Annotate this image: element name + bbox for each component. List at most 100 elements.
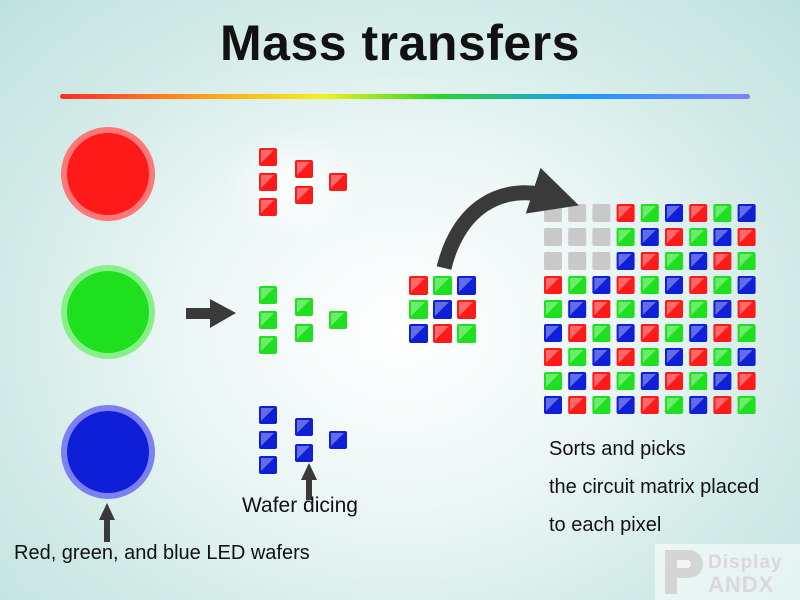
green-diced-chip <box>259 311 277 329</box>
pixel-chip-blue <box>713 300 732 318</box>
matrix-chip-blue <box>433 300 452 319</box>
rainbow-divider <box>60 94 750 99</box>
red-diced-chip <box>295 186 313 204</box>
pixel-chip-red <box>713 324 732 342</box>
pixel-chip-green <box>737 324 756 342</box>
pixel-chip-red <box>640 252 659 270</box>
pixel-chip-gray <box>544 204 562 222</box>
pixel-chip-blue <box>665 276 683 294</box>
pixel-chip-blue <box>689 396 708 414</box>
matrix-chip-blue <box>409 324 428 343</box>
pixel-chip-blue <box>616 396 635 414</box>
pixel-chip-blue <box>616 324 635 342</box>
pixel-chip-blue <box>568 372 587 390</box>
pixel-chip-blue <box>592 348 611 366</box>
pixel-chip-blue <box>640 372 659 390</box>
matrix-chip-blue <box>457 276 476 295</box>
green-diced-chip <box>259 336 277 354</box>
pixel-chip-gray <box>568 204 587 222</box>
pixel-chip-blue <box>640 300 659 318</box>
pixel-chip-red <box>689 276 708 294</box>
pixel-chip-red <box>665 228 683 246</box>
pixel-chip-gray <box>592 252 611 270</box>
pixel-chip-gray <box>544 252 562 270</box>
pixel-chip-gray <box>592 204 611 222</box>
pixel-chip-green <box>665 252 683 270</box>
diced-green-chips <box>259 286 347 354</box>
blue-diced-chip <box>259 406 277 424</box>
logo-text: Display ANDX <box>708 552 783 597</box>
pixel-chip-blue <box>665 204 683 222</box>
diced-blue-chips <box>259 406 347 474</box>
pixel-chip-green <box>713 348 732 366</box>
wafer-pointer-arrow <box>99 503 115 542</box>
pixel-chip-blue <box>640 228 659 246</box>
pixel-chip-red <box>713 396 732 414</box>
matrix-chip-green <box>433 276 452 295</box>
pixel-chip-blue <box>737 348 756 366</box>
matrix-chip-red <box>433 324 452 343</box>
pixel-chip-red <box>737 300 756 318</box>
pixel-chip-red <box>616 276 635 294</box>
pixel-chip-blue <box>689 252 708 270</box>
blue-led-wafer <box>61 405 155 499</box>
matrix-chip-green <box>409 300 428 319</box>
logo-line-1: Display <box>708 552 783 573</box>
pixel-chip-green <box>689 228 708 246</box>
pixel-chip-green <box>737 252 756 270</box>
logo-line-2: ANDX <box>708 572 775 597</box>
pixel-chip-green <box>616 228 635 246</box>
pixel-chip-blue <box>713 372 732 390</box>
pixel-chip-green <box>640 348 659 366</box>
pixel-chip-gray <box>544 228 562 246</box>
sort-line-3: to each pixel <box>549 514 662 536</box>
pixel-chip-green <box>640 204 659 222</box>
matrix-chip-green <box>457 324 476 343</box>
pixel-chip-gray <box>592 228 611 246</box>
pixel-chip-green <box>592 324 611 342</box>
blue-diced-chip <box>295 418 313 436</box>
sort-description: Sorts and picks the circuit matrix place… <box>549 430 759 544</box>
pixel-chip-green <box>544 372 562 390</box>
blue-diced-chip <box>259 456 277 474</box>
red-led-wafer <box>61 127 155 221</box>
sort-line-2: the circuit matrix placed <box>549 476 760 498</box>
pixel-chip-blue <box>713 228 732 246</box>
matrix-chip-red <box>457 300 476 319</box>
dicing-arrow <box>186 299 236 328</box>
blue-diced-chip <box>259 431 277 449</box>
red-diced-chip <box>259 173 277 191</box>
pixel-chip-red <box>616 204 635 222</box>
pixel-chip-green <box>592 396 611 414</box>
wafer-label: Red, green, and blue LED wafers <box>14 542 310 564</box>
pixel-chip-red <box>689 204 708 222</box>
pixel-chip-green <box>616 372 635 390</box>
green-diced-chip <box>295 324 313 342</box>
pixel-chip-green <box>568 348 587 366</box>
red-diced-chip <box>329 173 347 191</box>
red-diced-chip <box>295 160 313 178</box>
pixel-chip-green <box>568 276 587 294</box>
pixel-chip-green <box>665 396 683 414</box>
pixel-chip-red <box>544 348 562 366</box>
display-pixel-matrix <box>544 204 756 414</box>
pixel-chip-green <box>713 276 732 294</box>
pixel-chip-green <box>544 300 562 318</box>
pixel-chip-gray <box>568 252 587 270</box>
pixel-chip-red <box>640 396 659 414</box>
diced-red-chips <box>259 148 347 216</box>
pixel-chip-blue <box>665 348 683 366</box>
pixel-chip-red <box>665 300 683 318</box>
pixel-chip-blue <box>616 252 635 270</box>
pixel-chip-red <box>737 372 756 390</box>
red-diced-chip <box>259 198 277 216</box>
red-diced-chip <box>259 148 277 166</box>
page-title: Mass transfers <box>220 15 580 71</box>
pixel-chip-red <box>689 348 708 366</box>
picked-chip-matrix <box>409 276 476 343</box>
sort-line-1: Sorts and picks <box>549 438 686 460</box>
blue-diced-chip <box>329 431 347 449</box>
pixel-chip-blue <box>544 324 562 342</box>
green-diced-chip <box>259 286 277 304</box>
